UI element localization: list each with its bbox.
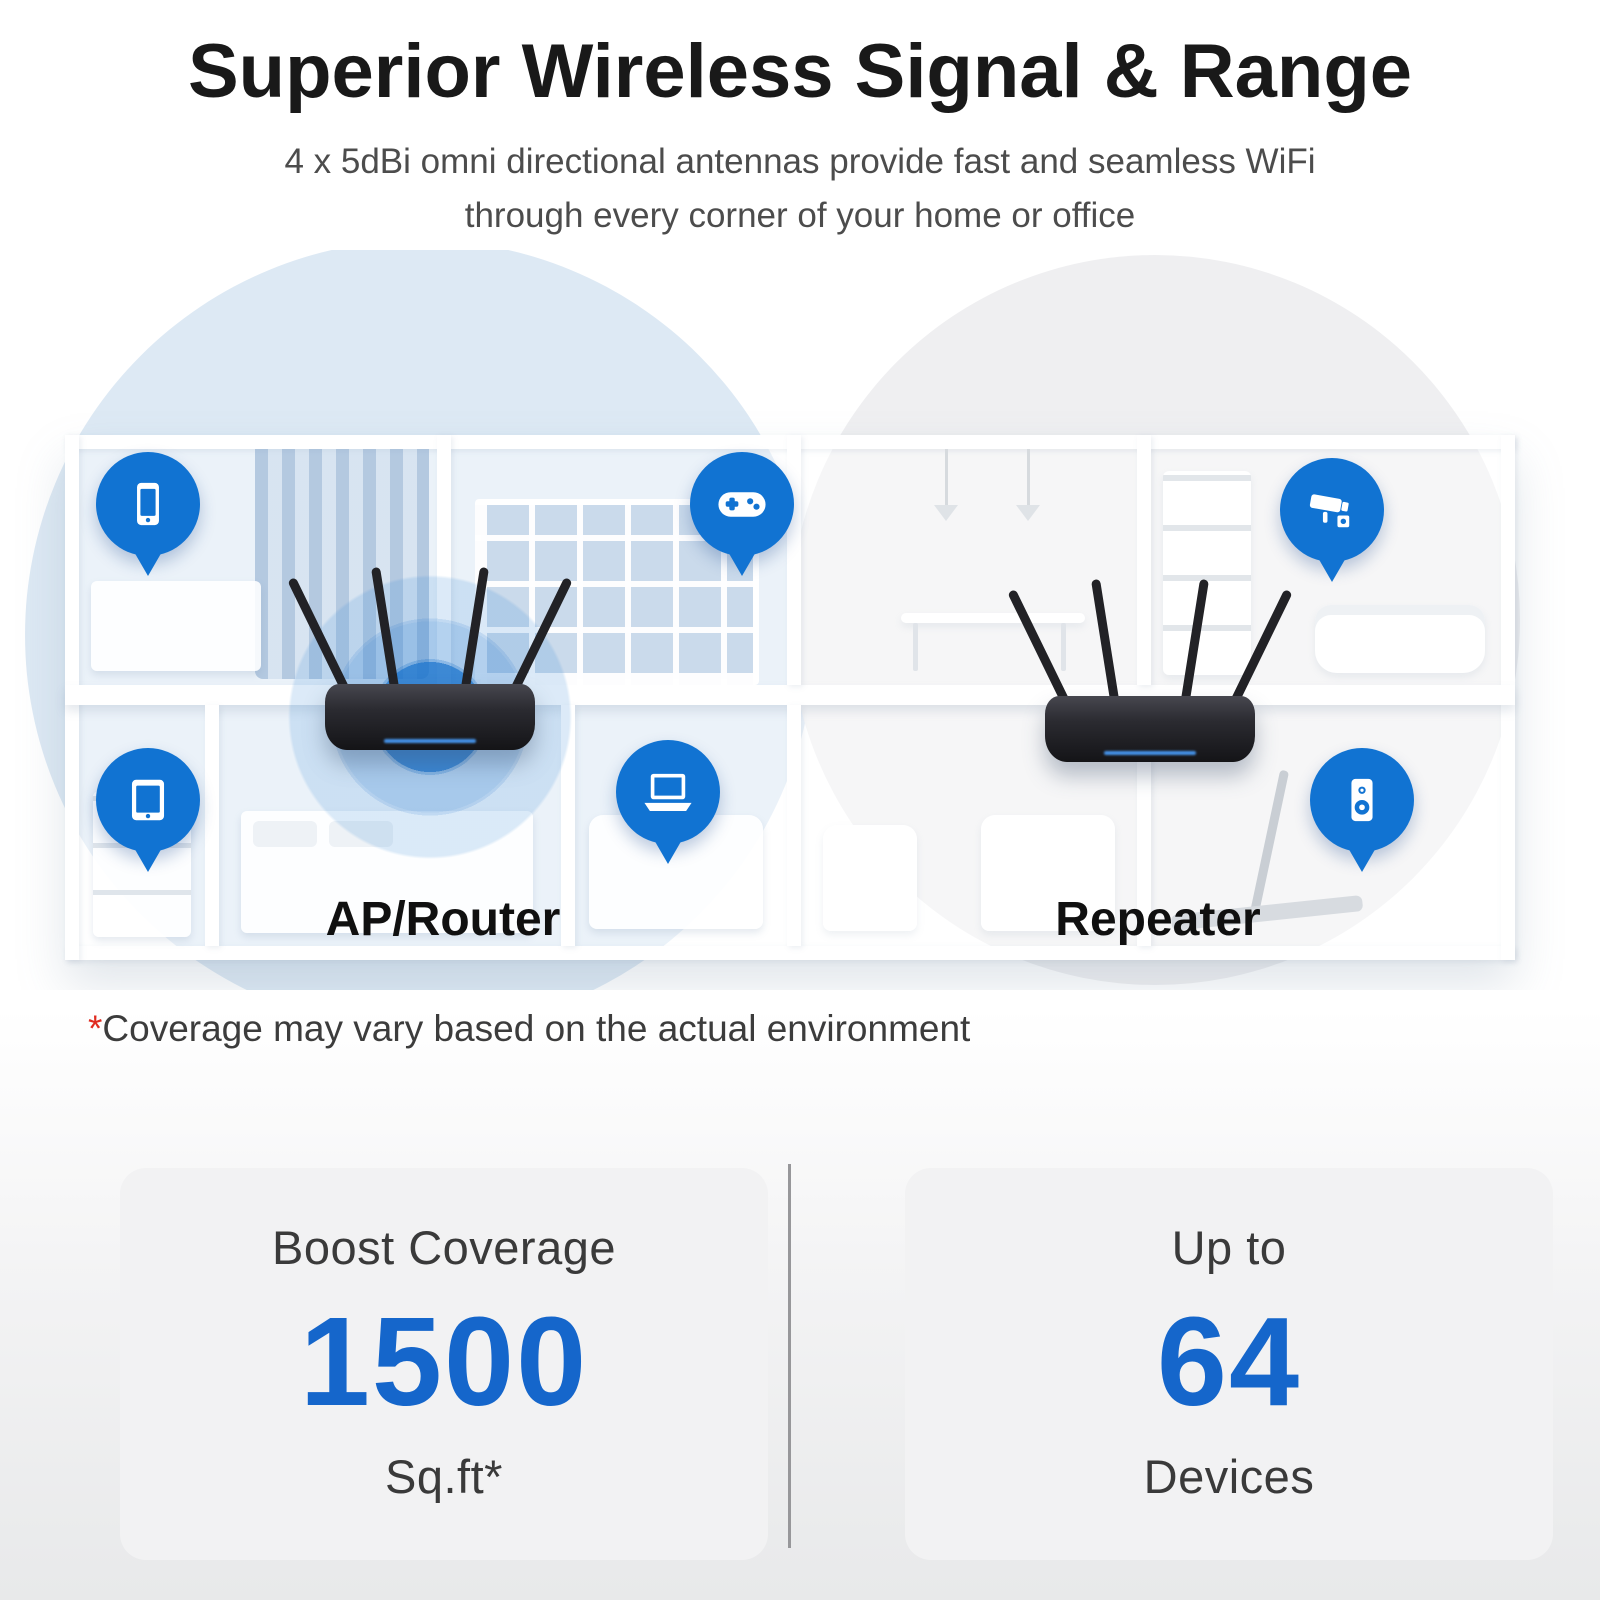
device-pin-laptop	[616, 740, 720, 844]
speaker-icon	[1351, 778, 1373, 822]
router-antenna	[460, 566, 489, 695]
coverage-stat-value: 1500	[299, 1291, 589, 1432]
coverage-stat-unit: Sq.ft*	[385, 1450, 503, 1503]
devices-stat-label: Up to	[1171, 1221, 1287, 1274]
ap-router-label: AP/Router	[325, 893, 561, 946]
router-led-strip	[384, 739, 476, 743]
armchair	[823, 825, 917, 931]
coverage-stat-card: Boost Coverage 1500 Sq.ft*	[120, 1168, 768, 1560]
device-pin-tablet	[96, 748, 200, 852]
router-antenna	[1091, 578, 1120, 707]
wall-upper-center	[787, 435, 801, 685]
subtitle-line-1: 4 x 5dBi omni directional antennas provi…	[284, 142, 1316, 181]
devices-stat-card: Up to 64 Devices	[905, 1168, 1553, 1560]
devices-stat-value: 64	[1156, 1291, 1302, 1432]
wall-upper-2	[1137, 435, 1151, 685]
wall-lower-1	[205, 705, 219, 946]
wall-lower-center	[787, 705, 801, 946]
bathtub	[1315, 605, 1485, 673]
sofa-right	[981, 815, 1115, 931]
tablet-icon	[131, 779, 165, 821]
bunk-bed	[91, 581, 261, 671]
devices-stat-unit: Devices	[1143, 1450, 1315, 1503]
subtitle-line-2: through every corner of your home or off…	[464, 196, 1136, 236]
ap-router-device	[287, 550, 573, 750]
smartphone-icon	[137, 482, 159, 526]
laptop-icon	[644, 773, 692, 812]
gamepad-icon	[718, 492, 766, 517]
device-pin-gamepad	[690, 452, 794, 556]
device-pin-cctv-camera	[1280, 458, 1384, 562]
device-pin-smartphone	[96, 452, 200, 556]
table-leg	[1061, 623, 1066, 671]
coverage-stat-label: Boost Coverage	[271, 1221, 617, 1274]
footnote-text: Coverage may vary based on the actual en…	[102, 1008, 971, 1049]
device-pin-speaker	[1310, 748, 1414, 852]
router-antenna	[371, 566, 400, 695]
wall-lower-3	[1137, 705, 1151, 946]
repeater-label: Repeater	[1055, 893, 1261, 946]
repeater-device	[1007, 562, 1293, 762]
table-leg	[913, 623, 918, 671]
coverage-illustration: AP/Router Repeater	[0, 250, 1600, 990]
pendant-lamp	[1016, 449, 1040, 521]
dining-table	[901, 613, 1085, 623]
page-title: Superior Wireless Signal & Range	[187, 29, 1413, 114]
router-antenna	[1180, 578, 1209, 707]
pendant-lamp	[934, 449, 958, 521]
router-led-strip	[1104, 751, 1196, 755]
stats-divider	[788, 1164, 791, 1548]
stats-section: Boost Coverage 1500 Sq.ft* Up to 64 Devi…	[0, 1164, 1600, 1560]
bathroom-shelf	[1163, 471, 1251, 675]
header: Superior Wireless Signal & Range 4 x 5dB…	[0, 28, 1600, 244]
cctv-camera-icon	[1309, 494, 1350, 528]
coverage-footnote: *Coverage may vary based on the actual e…	[88, 1008, 970, 1050]
wall-bottom	[65, 946, 1515, 960]
footnote-asterisk: *	[88, 1008, 103, 1049]
page-subtitle: 4 x 5dBi omni directional antennas provi…	[0, 135, 1600, 244]
